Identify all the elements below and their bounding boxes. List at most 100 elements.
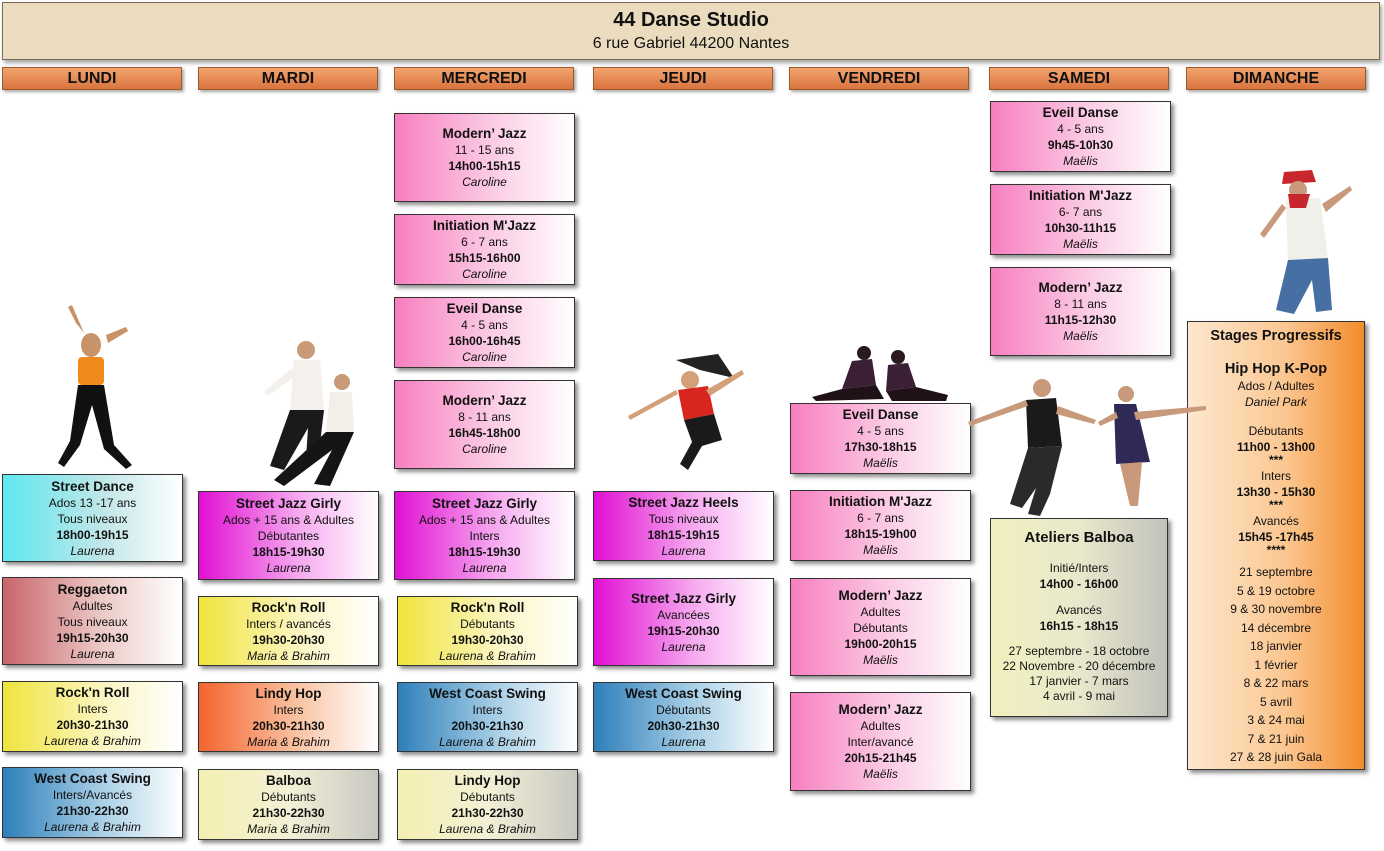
ateliers-date: 22 Novembre - 20 décembre: [1002, 659, 1156, 673]
class-teacher: Maëlis: [1063, 154, 1098, 168]
class-info: 8 - 11 ans: [458, 410, 511, 424]
ateliers-balboa-card[interactable]: Ateliers Balboa Initié/Inters 14h00 - 16…: [990, 518, 1168, 717]
class-teacher: Maria & Brahim: [247, 648, 330, 663]
class-card-west-coast-swing[interactable]: West Coast Swing Inters/Avancés 21h30-22…: [2, 767, 183, 838]
class-card-street-jazz-girly[interactable]: Street Jazz Girly Avancées 19h15-20h30 L…: [593, 578, 774, 666]
ateliers-title: Ateliers Balboa: [1024, 529, 1134, 546]
class-teacher: Laurena: [266, 561, 311, 575]
class-teacher: Laurena: [70, 646, 115, 661]
class-title: Rock'n Roll: [251, 599, 326, 615]
class-time: 9h45-10h30: [1047, 138, 1114, 152]
class-title: Initiation M'Jazz: [829, 494, 932, 509]
stages-date: 8 & 22 mars: [1243, 676, 1309, 690]
class-teacher: Laurena: [661, 734, 706, 749]
studio-header: 44 Danse Studio 6 rue Gabriel 44200 Nant…: [2, 2, 1380, 60]
ateliers-time: 16h15 - 18h15: [1039, 619, 1119, 633]
class-title: Street Jazz Girly: [431, 496, 538, 511]
class-time: 18h15-19h30: [252, 545, 325, 559]
class-card-rock-n-roll[interactable]: Rock'n Roll Inters 20h30-21h30 Laurena &…: [2, 681, 183, 752]
class-info: Débutants: [853, 620, 908, 635]
class-teacher: Laurena & Brahim: [439, 822, 536, 836]
class-teacher: Laurena: [661, 543, 706, 558]
class-info: 6 - 7 ans: [461, 235, 508, 249]
class-card-modern-jazz[interactable]: Modern’ Jazz Adultes Débutants 19h00-20h…: [790, 578, 971, 676]
class-time: 21h30-22h30: [56, 804, 129, 818]
class-info: Inters: [469, 529, 500, 543]
class-title: Modern’ Jazz: [838, 587, 923, 603]
class-card-lindy-hop[interactable]: Lindy Hop Débutants 21h30-22h30 Laurena …: [397, 769, 578, 840]
class-card-modern-jazz[interactable]: Modern’ Jazz Adultes Inter/avancé 20h15-…: [790, 692, 971, 791]
stages-date: 7 & 21 juin: [1247, 731, 1305, 746]
class-info: Adultes: [72, 598, 113, 613]
stages-date: 9 & 30 novembre: [1230, 602, 1322, 616]
dancer-jazz-image: [628, 354, 744, 470]
class-info: 6 - 7 ans: [857, 511, 904, 525]
class-title: Balboa: [265, 773, 311, 788]
stages-date: 1 février: [1254, 657, 1298, 672]
class-teacher: Maëlis: [863, 652, 898, 667]
class-card-modern-jazz[interactable]: Modern’ Jazz 8 - 11 ans 16h45-18h00 Caro…: [394, 380, 575, 469]
class-title: West Coast Swing: [34, 771, 151, 786]
day-header-vendredi: VENDREDI: [789, 67, 969, 90]
class-time: 19h30-20h30: [451, 632, 524, 647]
stages-date: 5 & 19 octobre: [1236, 583, 1316, 598]
class-info: Débutantes: [257, 529, 320, 543]
class-info: Inters: [77, 702, 108, 716]
dancers-floor-image: [812, 346, 948, 401]
class-time: 18h15-19h15: [647, 527, 720, 542]
class-teacher: Laurena & Brahim: [44, 734, 141, 748]
class-time: 14h00-15h15: [448, 159, 521, 173]
day-header-samedi: SAMEDI: [989, 67, 1169, 90]
class-card-west-coast-swing[interactable]: West Coast Swing Débutants 20h30-21h30 L…: [593, 682, 774, 752]
class-card-initiation-mjazz[interactable]: Initiation M'Jazz 6 - 7 ans 15h15-16h00 …: [394, 214, 575, 285]
dancer-street-image: [58, 305, 132, 469]
class-teacher: Laurena: [661, 639, 706, 654]
class-info: Inters/Avancés: [52, 788, 133, 802]
class-time: 19h30-20h30: [252, 632, 325, 647]
class-card-rock-n-roll[interactable]: Rock'n Roll Inters / avancés 19h30-20h30…: [198, 596, 379, 666]
studio-title: 44 Danse Studio: [613, 9, 769, 31]
class-card-street-jazz-girly[interactable]: Street Jazz Girly Ados + 15 ans & Adulte…: [198, 491, 379, 580]
class-card-eveil-danse[interactable]: Eveil Danse 4 - 5 ans 16h00-16h45 Caroli…: [394, 297, 575, 368]
class-card-balboa[interactable]: Balboa Débutants 21h30-22h30 Maria & Bra…: [198, 769, 379, 840]
class-info: Ados + 15 ans & Adultes: [222, 513, 355, 527]
stages-date: 21 septembre: [1239, 565, 1313, 579]
stages-level: Débutants: [1248, 424, 1304, 438]
class-teacher: Caroline: [462, 267, 507, 281]
stages-progressifs-card[interactable]: Stages Progressifs Hip Hop K-Pop Ados / …: [1187, 321, 1365, 770]
stages-time: 13h30 - 15h30: [1236, 485, 1316, 499]
class-card-street-dance[interactable]: Street Dance Ados 13 -17 ans Tous niveau…: [2, 474, 183, 562]
class-title: Rock'n Roll: [55, 685, 130, 700]
class-card-modern-jazz[interactable]: Modern’ Jazz 11 - 15 ans 14h00-15h15 Car…: [394, 113, 575, 202]
stages-date: 27 & 28 juin Gala: [1229, 750, 1323, 764]
class-teacher: Maria & Brahim: [247, 734, 330, 749]
class-card-rock-n-roll[interactable]: Rock'n Roll Débutants 19h30-20h30 Lauren…: [397, 596, 578, 666]
ateliers-date: 4 avril - 9 mai: [1042, 689, 1116, 703]
class-teacher: Laurena: [462, 561, 507, 575]
class-card-street-jazz-girly[interactable]: Street Jazz Girly Ados + 15 ans & Adulte…: [394, 491, 575, 580]
day-header-jeudi: JEUDI: [593, 67, 773, 90]
class-card-modern-jazz[interactable]: Modern’ Jazz 8 - 11 ans 11h15-12h30 Maël…: [990, 267, 1171, 356]
class-title: Street Dance: [51, 478, 134, 494]
class-card-reggaeton[interactable]: Reggaeton Adultes Tous niveaux 19h15-20h…: [2, 577, 183, 665]
class-card-west-coast-swing[interactable]: West Coast Swing Inters 20h30-21h30 Laur…: [397, 682, 578, 752]
class-card-street-jazz-heels[interactable]: Street Jazz Heels Tous niveaux 18h15-19h…: [593, 491, 774, 561]
stages-date: 5 avril: [1259, 694, 1292, 709]
class-card-initiation-mjazz[interactable]: Initiation M'Jazz 6 - 7 ans 18h15-19h00 …: [790, 490, 971, 561]
class-card-eveil-danse[interactable]: Eveil Danse 4 - 5 ans 17h30-18h15 Maëlis: [790, 403, 971, 474]
class-time: 20h15-21h45: [844, 751, 917, 765]
stages-date: 18 janvier: [1249, 639, 1303, 653]
class-card-lindy-hop[interactable]: Lindy Hop Inters 20h30-21h30 Maria & Bra…: [198, 682, 379, 752]
class-info: Adultes: [860, 604, 901, 619]
class-time: 19h15-20h30: [56, 630, 129, 645]
class-card-initiation-mjazz[interactable]: Initiation M'Jazz 6- 7 ans 10h30-11h15 M…: [990, 184, 1171, 255]
class-teacher: Caroline: [462, 350, 507, 364]
class-teacher: Maëlis: [863, 543, 898, 557]
class-teacher: Maria & Brahim: [247, 822, 330, 836]
class-time: 19h15-20h30: [647, 623, 720, 638]
day-header-mercredi: MERCREDI: [394, 67, 574, 90]
stages-stars: ****: [1266, 543, 1286, 557]
class-teacher: Maëlis: [863, 767, 898, 781]
stages-stars: ***: [1268, 453, 1283, 467]
class-card-eveil-danse[interactable]: Eveil Danse 4 - 5 ans 9h45-10h30 Maëlis: [990, 101, 1171, 172]
